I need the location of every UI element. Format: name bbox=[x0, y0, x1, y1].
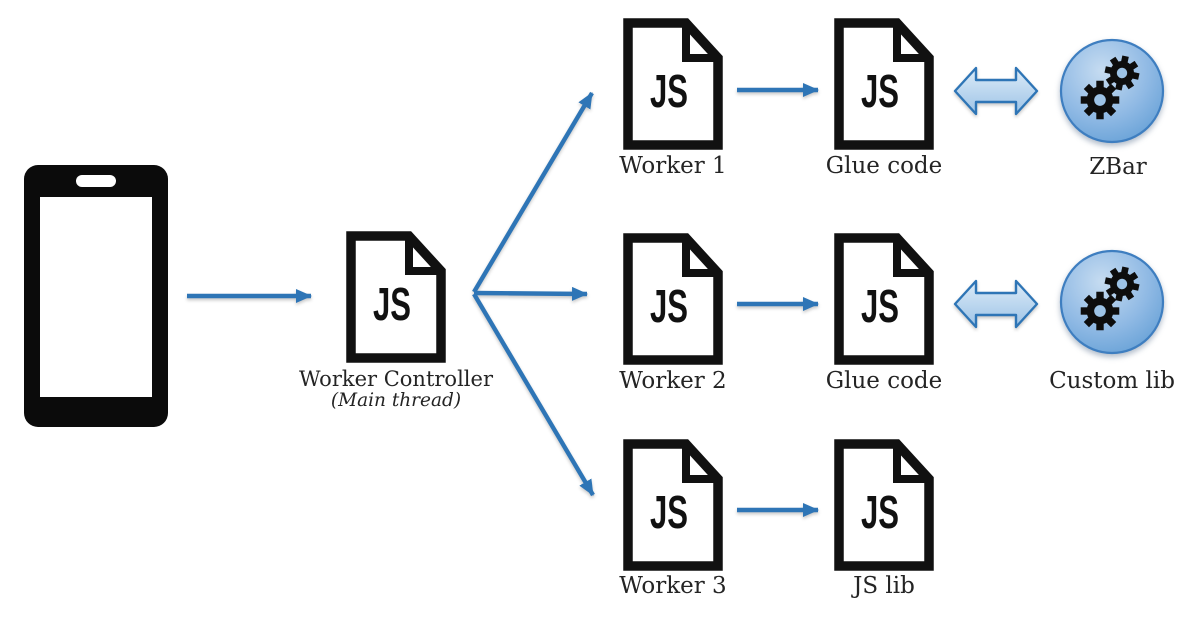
node-custom-library bbox=[1058, 248, 1166, 356]
file-outline bbox=[834, 233, 934, 365]
label-glue-code-2: Glue code bbox=[784, 369, 984, 393]
gear-icon bbox=[1080, 291, 1120, 331]
js-file-icon: JS bbox=[834, 233, 934, 365]
file-fold bbox=[893, 446, 929, 483]
js-file-icon: JS bbox=[623, 18, 723, 150]
file-outline bbox=[834, 439, 934, 571]
node-glue-code-1: JS bbox=[833, 17, 935, 151]
js-file-icon: JS bbox=[623, 233, 723, 365]
file-fold bbox=[893, 240, 929, 277]
js-file-icon: JS bbox=[623, 439, 723, 571]
phone-screen bbox=[40, 197, 152, 397]
gears-circle-icon bbox=[1059, 249, 1165, 355]
label-text: Custom lib bbox=[1049, 368, 1175, 394]
label-zbar: ZBar bbox=[1018, 155, 1200, 179]
label-js-lib: JS lib bbox=[784, 574, 984, 598]
double-arrow-glue2-customlib bbox=[953, 279, 1039, 329]
label-worker-3: Worker 3 bbox=[573, 574, 773, 598]
arrow-controller-to-worker3 bbox=[472, 292, 595, 497]
js-badge-text: JS bbox=[861, 280, 899, 332]
gear-icon bbox=[1080, 80, 1120, 120]
js-badge-text: JS bbox=[861, 486, 899, 538]
file-fold bbox=[682, 446, 718, 483]
label-text: Worker 3 bbox=[619, 573, 727, 599]
label-text: ZBar bbox=[1089, 154, 1147, 180]
file-outline bbox=[346, 231, 446, 363]
file-outline bbox=[834, 18, 934, 150]
label-custom-lib: Custom lib bbox=[1012, 369, 1200, 393]
file-fold bbox=[893, 25, 929, 62]
file-fold bbox=[405, 238, 441, 275]
file-outline bbox=[623, 439, 723, 571]
phone-speaker bbox=[76, 175, 116, 187]
label-worker-controller: Worker Controller (Main thread) bbox=[296, 368, 496, 411]
label-text: Glue code bbox=[825, 368, 943, 394]
arrow-controller-to-worker2 bbox=[473, 286, 588, 301]
label-text: Worker 2 bbox=[619, 368, 727, 394]
label-subtext: (Main thread) bbox=[330, 390, 462, 412]
gears-circle-icon bbox=[1059, 38, 1165, 144]
double-arrow-glue1-zbar bbox=[953, 66, 1039, 116]
label-text: JS lib bbox=[853, 573, 915, 599]
js-badge-text: JS bbox=[650, 486, 688, 538]
js-badge-text: JS bbox=[650, 65, 688, 117]
js-file-icon: JS bbox=[834, 18, 934, 150]
node-worker-controller: JS bbox=[345, 230, 447, 364]
file-fold bbox=[682, 240, 718, 277]
node-worker-3: JS bbox=[622, 438, 724, 572]
arrow-controller-to-worker1 bbox=[472, 91, 594, 294]
label-worker-1: Worker 1 bbox=[573, 154, 773, 178]
node-worker-1: JS bbox=[622, 17, 724, 151]
js-badge-text: JS bbox=[650, 280, 688, 332]
node-glue-code-2: JS bbox=[833, 232, 935, 366]
file-fold bbox=[682, 25, 718, 62]
file-outline bbox=[623, 233, 723, 365]
label-glue-code-1: Glue code bbox=[784, 154, 984, 178]
file-outline bbox=[623, 18, 723, 150]
label-text: Glue code bbox=[825, 153, 943, 179]
label-text: Worker 1 bbox=[619, 153, 727, 179]
js-badge-text: JS bbox=[373, 278, 411, 330]
label-text: Worker Controller bbox=[299, 367, 493, 391]
node-zbar-library bbox=[1058, 37, 1166, 145]
js-file-icon: JS bbox=[834, 439, 934, 571]
node-worker-2: JS bbox=[622, 232, 724, 366]
node-js-lib: JS bbox=[833, 438, 935, 572]
js-file-icon: JS bbox=[346, 231, 446, 363]
label-worker-2: Worker 2 bbox=[573, 369, 773, 393]
js-badge-text: JS bbox=[861, 65, 899, 117]
device-node bbox=[22, 163, 170, 429]
smartphone-icon bbox=[24, 165, 168, 427]
